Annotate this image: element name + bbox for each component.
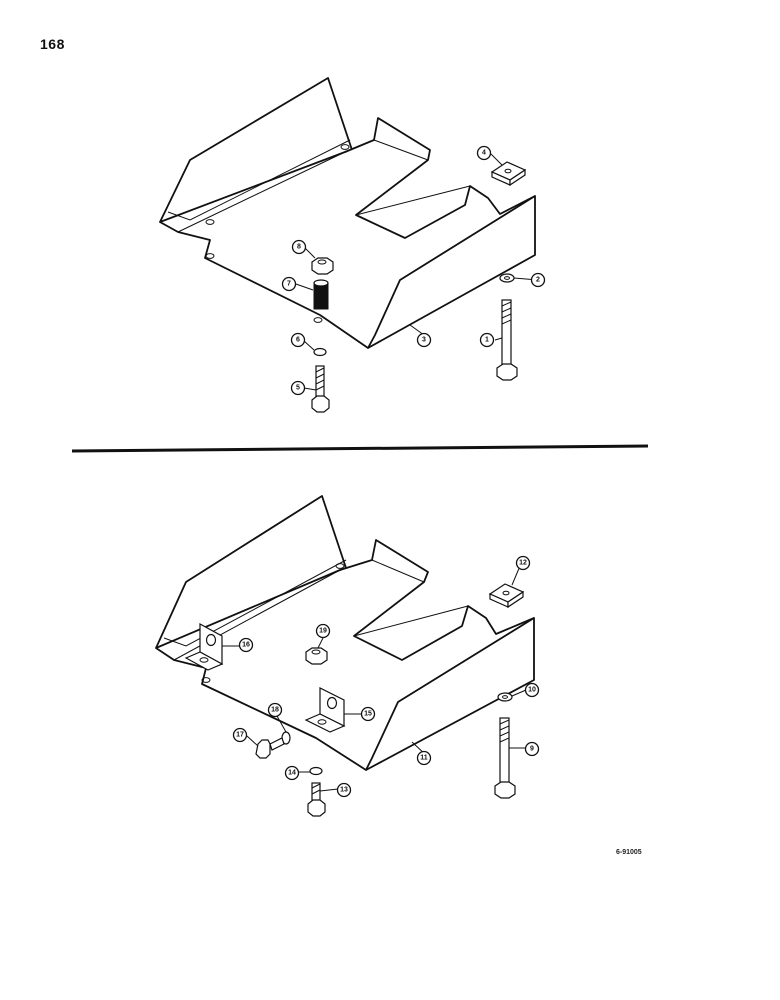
svg-text:1: 1 xyxy=(485,337,489,344)
page-number: 168 xyxy=(40,36,65,52)
svg-text:9: 9 xyxy=(530,746,534,753)
svg-text:18: 18 xyxy=(271,707,279,714)
callout-19: 19 xyxy=(315,623,331,639)
callout-5: 5 xyxy=(290,380,306,396)
svg-text:10: 10 xyxy=(528,687,536,694)
washer-small xyxy=(313,347,327,357)
washer xyxy=(497,692,513,702)
callout-11: 11 xyxy=(416,750,432,766)
callout-10: 10 xyxy=(524,682,540,698)
callout-12: 12 xyxy=(515,555,531,571)
svg-text:19: 19 xyxy=(319,628,327,635)
square-nut xyxy=(488,583,525,609)
callout-6: 6 xyxy=(290,332,306,348)
callout-7: 7 xyxy=(281,276,297,292)
svg-text:14: 14 xyxy=(288,770,296,777)
callout-4: 4 xyxy=(476,145,492,161)
svg-text:11: 11 xyxy=(420,755,428,762)
callout-16: 16 xyxy=(238,637,254,653)
callout-9: 9 xyxy=(524,741,540,757)
section-divider xyxy=(71,444,649,453)
callout-13: 13 xyxy=(336,782,352,798)
callout-3: 3 xyxy=(416,332,432,348)
svg-text:13: 13 xyxy=(340,787,348,794)
callout-15: 15 xyxy=(360,706,376,722)
lock-nut xyxy=(305,647,328,665)
callout-8: 8 xyxy=(291,239,307,255)
svg-text:2: 2 xyxy=(536,277,540,284)
side-bolt xyxy=(255,737,285,759)
washer xyxy=(499,273,515,283)
figure-id: 6-91005 xyxy=(616,849,642,856)
top-assembly: 1 2 3 4 5 6 7 8 xyxy=(159,77,546,413)
long-bolt xyxy=(496,299,518,381)
svg-text:6: 6 xyxy=(296,337,300,344)
square-nut xyxy=(490,161,527,187)
callout-14: 14 xyxy=(284,765,300,781)
callout-18: 18 xyxy=(267,702,283,718)
spacer xyxy=(313,279,329,310)
svg-text:17: 17 xyxy=(236,732,244,739)
washer-small xyxy=(309,766,323,776)
top-guard-plate xyxy=(159,77,536,349)
callout-2: 2 xyxy=(530,272,546,288)
callout-1: 1 xyxy=(479,332,495,348)
svg-text:16: 16 xyxy=(242,642,250,649)
svg-text:8: 8 xyxy=(297,244,301,251)
svg-text:4: 4 xyxy=(482,150,486,157)
svg-text:12: 12 xyxy=(519,560,527,567)
short-bolt xyxy=(307,782,326,817)
angle-bracket-left xyxy=(184,622,224,671)
bottom-assembly: 9 10 11 12 13 14 15 16 17 18 19 xyxy=(155,495,540,817)
callout-17: 17 xyxy=(232,727,248,743)
bottom-guard-plate xyxy=(155,495,535,771)
short-bolt xyxy=(311,365,330,413)
long-bolt xyxy=(494,717,516,799)
lock-nut xyxy=(311,257,334,275)
svg-text:15: 15 xyxy=(364,711,372,718)
svg-text:5: 5 xyxy=(296,385,300,392)
svg-text:7: 7 xyxy=(287,281,291,288)
svg-text:3: 3 xyxy=(422,337,426,344)
angle-bracket-right xyxy=(304,687,346,733)
